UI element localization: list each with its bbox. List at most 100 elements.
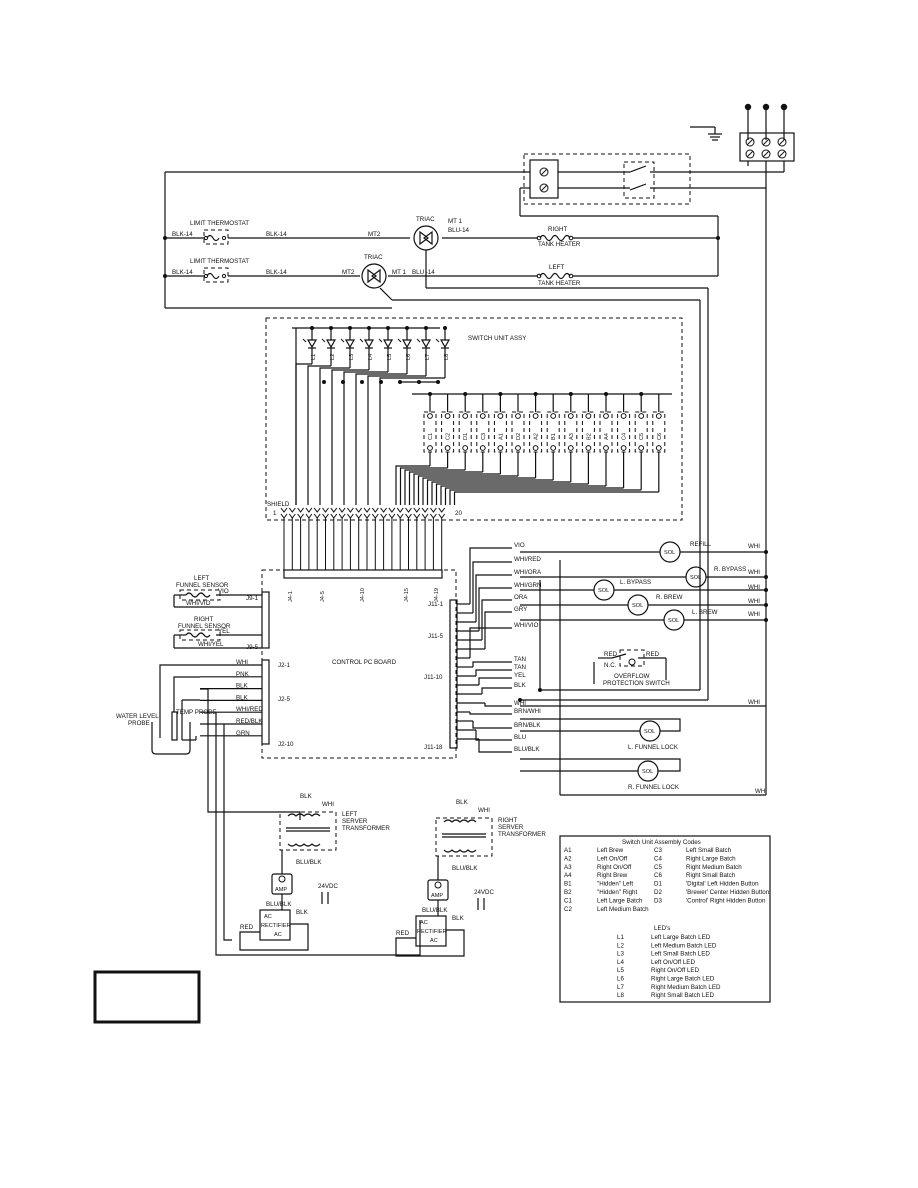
- solenoid-label: L. BREW: [692, 609, 718, 616]
- wire-label: BLU: [514, 734, 526, 741]
- wire-label: WHI/RED: [514, 556, 541, 563]
- j4-pin-label: J4-1: [288, 591, 294, 602]
- pin-label: 1: [273, 510, 277, 517]
- switch-icon: [581, 411, 595, 453]
- switch-label: D1: [463, 433, 469, 440]
- switch-unit-title: SWITCH UNIT ASSY: [468, 335, 526, 342]
- wire-label: BLK: [236, 683, 249, 690]
- led-icon: [378, 338, 394, 349]
- switch-icon: [564, 411, 578, 453]
- ribbon-cable: [280, 507, 446, 570]
- limit-thermostat-label-1: LIMIT THERMOSTAT: [190, 220, 249, 227]
- shield-label: SHIELD: [267, 501, 290, 508]
- legend-code-desc: Right Medium Batch: [686, 864, 742, 871]
- svg-text:SOL: SOL: [664, 550, 675, 556]
- j11-pin-label: J11-18: [424, 744, 443, 751]
- ground-icon: [690, 126, 722, 141]
- wire-label: PNK: [236, 671, 250, 678]
- svg-text:RED: RED: [396, 930, 410, 937]
- legend-code-desc: "Hidden" Right: [597, 889, 637, 896]
- tank-heater-label: TANK HEATER: [538, 241, 581, 248]
- wire-label: TAN: [514, 656, 526, 663]
- led-label: L2: [330, 354, 336, 360]
- wire-label: WHI/VIO: [186, 600, 211, 607]
- wire-label: BLU-14: [448, 227, 470, 234]
- wire-label: BLK: [514, 682, 527, 689]
- j11-connector: [449, 599, 458, 749]
- led-label: L3: [349, 354, 355, 360]
- wire-label: TAN: [514, 664, 526, 671]
- legend-leds-title: LED's: [654, 925, 670, 932]
- control-pc-board: [261, 569, 457, 759]
- led-label: L1: [311, 354, 317, 360]
- svg-text:AC: AC: [274, 932, 282, 938]
- svg-text:BLU/BLK: BLU/BLK: [422, 907, 448, 914]
- legend-led-desc: Right Medium Batch LED: [651, 984, 721, 991]
- switch-label: C6: [657, 433, 663, 440]
- led-icon: [359, 338, 375, 349]
- solenoid-icon: SOL: [659, 541, 681, 563]
- switch-icon: [634, 411, 648, 453]
- legend-code-desc: Right Large Batch: [686, 855, 736, 862]
- legend-led-desc: Right Large Batch LED: [651, 976, 715, 983]
- wire-label: RED/BLK: [236, 718, 263, 725]
- legend-code: A3: [564, 864, 572, 871]
- wire-label: WHI/GRN: [514, 582, 542, 589]
- j11-pin-label: J11-1: [428, 601, 444, 608]
- wire-label: ORA: [514, 594, 528, 601]
- wire-label: WHI: [748, 569, 760, 576]
- legend-code-desc: 'Brewer' Center Hidden Button: [686, 889, 770, 896]
- svg-text:SOL: SOL: [690, 575, 701, 581]
- led-label: L7: [425, 354, 431, 360]
- wire-label: WHI/VIO: [514, 622, 539, 629]
- wire-label: RED: [646, 651, 660, 658]
- legend-code: C4: [654, 855, 662, 862]
- svg-text:AC: AC: [420, 920, 428, 926]
- legend-led-desc: Right Small Batch LED: [651, 992, 714, 999]
- j4-pin-label: J4-19: [434, 588, 440, 602]
- solenoid-icon: SOL: [593, 579, 615, 601]
- legend-code-desc: Left Medium Batch: [597, 906, 649, 913]
- switch-label: C3: [481, 433, 487, 440]
- svg-text:BLK: BLK: [452, 915, 465, 922]
- right-heater-circuit: [163, 225, 720, 700]
- legend-led: L5: [617, 967, 624, 974]
- svg-text:BLK: BLK: [456, 799, 469, 806]
- j4-connector: [283, 569, 443, 579]
- overflow-protection-switch: [593, 649, 667, 684]
- legend-led: L4: [617, 959, 624, 966]
- legend-code: D2: [654, 889, 662, 896]
- wire-label: WHI: [748, 584, 760, 591]
- switch-label: A3: [569, 433, 575, 440]
- funnel-lock-label: L. FUNNEL LOCK: [628, 744, 679, 751]
- switch-icon: [458, 411, 472, 453]
- j11-pin-label: J11-10: [424, 674, 443, 681]
- pin-label: 20: [455, 510, 462, 517]
- switch-label: C1: [428, 433, 434, 440]
- legend-code: B1: [564, 881, 572, 888]
- switch-label: A2: [534, 433, 540, 440]
- wire-label: YEL: [514, 672, 526, 679]
- wire-label: WHI: [236, 659, 248, 666]
- led-icon: [340, 338, 356, 349]
- wire-label: RED: [604, 651, 618, 658]
- led-icon: [435, 338, 451, 349]
- svg-text:RED: RED: [240, 924, 254, 931]
- legend-code-desc: 'Control' Right Hidden Button: [686, 897, 766, 904]
- wire-label: WHI/ORA: [514, 569, 542, 576]
- tank-heater-label: TANK HEATER: [538, 280, 581, 287]
- svg-text:RECTIFIER: RECTIFIER: [261, 923, 291, 929]
- wire-label: WHI: [755, 788, 767, 795]
- legend-title: Switch Unit Assembly Codes: [622, 839, 701, 846]
- switch-unit-assembly: [265, 317, 683, 521]
- legend-box: [559, 835, 771, 1003]
- j9-connector: [261, 591, 270, 649]
- svg-text:RECTIFIER: RECTIFIER: [417, 929, 447, 935]
- wire-label: BLK-14: [172, 269, 193, 276]
- limit-thermostat-label-2: LIMIT THERMOSTAT: [190, 258, 249, 265]
